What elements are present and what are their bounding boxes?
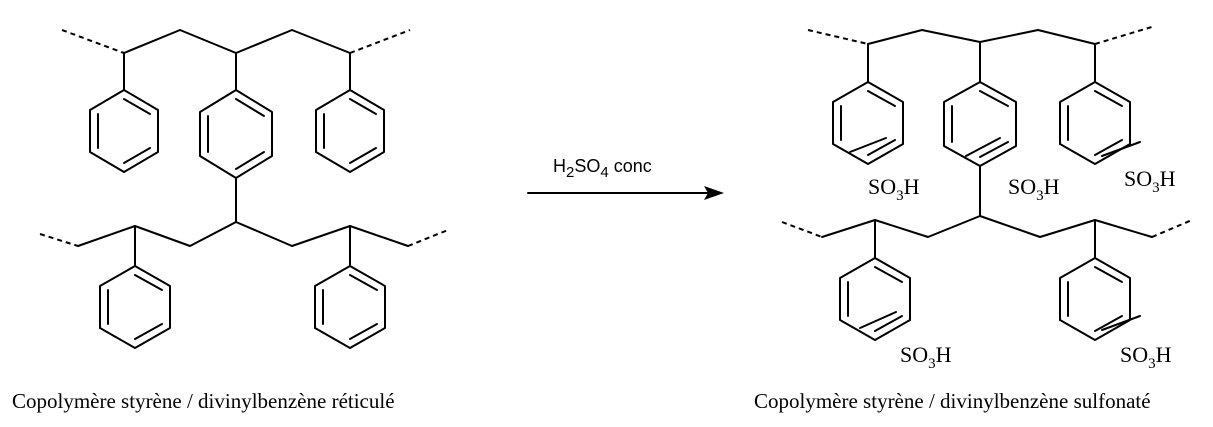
sulfonic-acid-label: SO3H bbox=[868, 174, 920, 204]
sulfonated-ring-icon: SO3H bbox=[839, 257, 952, 372]
benzene-ring-icon bbox=[315, 89, 385, 173]
product-caption: Copolymère styrène / divinylbenzène sulf… bbox=[754, 389, 1151, 413]
benzene-ring-icon bbox=[89, 89, 159, 173]
sulfonated-divinylbenzene-ring-icon: SO3H bbox=[943, 81, 1060, 217]
sulfonated-ring-icon: SO3H bbox=[832, 81, 920, 204]
arrow-head-icon bbox=[704, 186, 724, 200]
sulfonic-acid-label: SO3H bbox=[1124, 166, 1176, 196]
product-structure: SO3H SO3H SO3H SO3H bbox=[754, 25, 1193, 413]
sulfonic-acid-label: SO3H bbox=[1008, 174, 1060, 204]
sulfonated-ring-icon: SO3H bbox=[1059, 81, 1176, 196]
benzene-ring-icon bbox=[99, 265, 171, 349]
sulfonated-ring-icon: SO3H bbox=[1059, 257, 1172, 372]
reactant-structure: Copolymère styrène / divinylbenzène réti… bbox=[12, 29, 449, 413]
reaction-arrow: H2SO4 conc bbox=[527, 156, 724, 200]
top-polymer-chain bbox=[61, 29, 411, 91]
benzene-ring-icon bbox=[314, 265, 386, 349]
reagent-label: H2SO4 conc bbox=[553, 156, 652, 181]
bottom-polymer-chain bbox=[781, 215, 1193, 259]
reactant-caption: Copolymère styrène / divinylbenzène réti… bbox=[12, 389, 395, 413]
sulfonic-acid-label: SO3H bbox=[900, 342, 952, 372]
sulfonic-acid-label: SO3H bbox=[1120, 342, 1172, 372]
top-polymer-chain bbox=[807, 25, 1156, 83]
bottom-polymer-chain bbox=[39, 221, 449, 267]
divinylbenzene-ring-icon bbox=[199, 89, 273, 223]
